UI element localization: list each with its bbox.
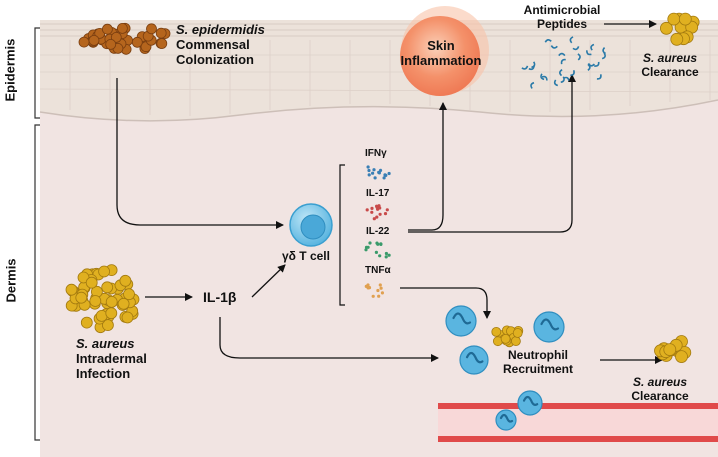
peptide-mark [541,75,548,81]
s-epidermidis-line3: Colonization [176,51,254,67]
cytokine-dots [364,165,391,298]
neutrophil-cell [459,345,489,375]
clearance-bottom-label: S. aureus Clearance [615,375,705,404]
peptide-mark [558,52,566,57]
clearance-top-line2: Clearance [641,64,699,79]
peptide-mark [587,63,591,71]
cytokine-il17: IL-17 [366,188,390,199]
infection-label: S. aureus Intradermal Infection [76,336,147,382]
peptide-mark [540,73,545,81]
peptide-mark [602,47,606,55]
neutrophil-line2: Recruitment [502,361,573,376]
clearance-bottom-species: S. aureus [632,375,688,389]
clearance-top-label: S. aureus Clearance [628,51,712,80]
epidermis-layer [40,20,718,121]
s-aureus-infection-cluster [65,264,140,334]
cytokine-dot-cluster [364,241,391,259]
peptide-mark [530,81,535,89]
peptide-mark [586,50,592,56]
cytokine-dot-cluster [366,165,391,180]
dermis-label: Dermis [3,258,19,303]
amp-line2: Peptides [536,16,587,31]
clearance-top-species: S. aureus [642,51,698,65]
infection-line2: Intradermal [76,350,147,366]
inflammation-line2: Inflammation [400,52,482,68]
infection-line3: Infection [76,365,131,381]
peptide-mark [559,68,563,77]
epidermis-label: Epidermis [2,38,18,102]
peptide-mark [594,61,600,67]
s-aureus-clearance-top [660,12,700,46]
neutrophil-label: Neutrophil Recruitment [488,348,588,377]
peptide-mark [531,61,536,69]
cytokine-dot-cluster [365,204,389,221]
cytokine-tnfa: TNFα [365,265,391,276]
cytokine-dot-cluster [364,283,384,298]
s-aureus-neutrophil-cluster [491,325,524,348]
peptide-mark [521,65,529,70]
peptide-mark [596,74,602,80]
il1b-label: IL-1β [203,289,237,305]
neutrophils [445,305,565,431]
neutrophil-line1: Neutrophil [508,348,568,362]
s-epidermidis-species: S. epidermidis [176,22,265,37]
cytokine-ifng: IFNγ [365,148,387,159]
peptide-mark [560,76,565,84]
neutrophil-cell [495,409,517,431]
inflammation-label: Skin Inflammation [395,38,487,69]
s-aureus-clearance-bottom [654,335,692,364]
peptide-mark [569,36,574,44]
peptide-mark [560,58,566,65]
amp-label: Antimicrobial Peptides [512,3,612,32]
s-epidermidis-cluster [78,22,171,55]
peptide-mark [528,65,535,71]
peptide-mark [553,79,559,87]
neutrophil-cell [445,305,477,337]
peptide-mark [590,43,595,51]
peptide-mark [577,53,581,61]
layer-brackets [34,27,40,441]
neutrophil-cell [533,311,565,343]
t-cell-label: γδ T cell [282,249,330,263]
s-epidermidis-label: S. epidermidis Commensal Colonization [176,22,265,68]
inflammation-line1: Skin [427,38,455,53]
clearance-bottom-line2: Clearance [631,388,689,403]
neutrophil-cell [517,390,543,416]
inflammation-blob [400,6,489,96]
peptide-mark [572,46,580,51]
cytokine-il22: IL-22 [366,226,390,237]
peptide-mark [550,45,558,49]
bacteria-clusters [65,12,700,364]
amp-line1: Antimicrobial [523,3,601,17]
peptide-mark [570,70,575,77]
t-cell [289,203,333,247]
blood-vessel [438,403,718,442]
antimicrobial-peptides [521,36,606,89]
infection-species: S. aureus [76,336,135,351]
s-epidermidis-line2: Commensal [176,36,250,52]
skin-layers [39,20,718,457]
pathway-arrows [116,20,663,364]
peptide-mark [544,39,552,43]
